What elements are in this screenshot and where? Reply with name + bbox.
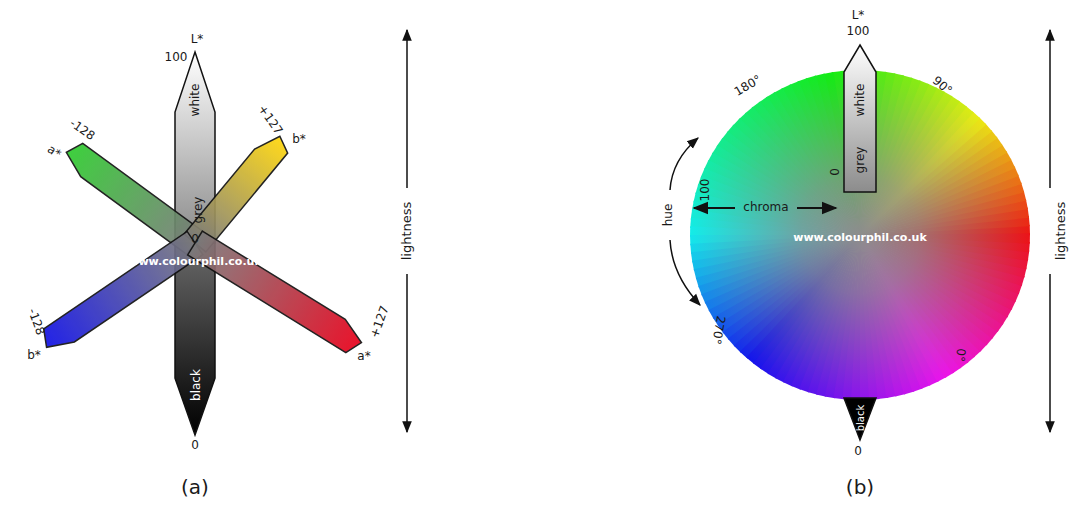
axis-name: a* [45,143,64,161]
red-arm [188,231,362,353]
black-axis [844,398,876,440]
watermark: www.colourphil.co.uk [128,256,261,268]
chroma-arrow [797,207,836,209]
scale-value: 100 [699,179,712,202]
axis-label: grey [192,197,205,224]
axis-name: b* [27,349,41,362]
axis-label: white [854,84,867,117]
axis-label: white [189,84,202,117]
lightness-arrow [1049,30,1051,188]
scale-value: -128 [67,117,97,143]
axis-label: grey [854,147,867,174]
axis-name: b* [292,133,306,146]
scale-value: -128 [25,307,47,337]
chroma-arrow [694,207,735,209]
scale-value: 0 [829,168,842,176]
axis-title: lightness [400,202,414,261]
scale-value: 0 [854,445,862,458]
panel-caption: (b) [846,476,874,498]
axis-label: black [190,369,203,401]
axis-title: chroma [743,201,788,214]
hue-angle: 270° [709,315,727,346]
scale-value: +127 [368,304,392,339]
hue-angle: 0° [953,348,967,363]
scale-value: +127 [255,103,285,138]
axis-name: a* [357,350,370,363]
hue-arrow [670,138,698,190]
panel-caption: (a) [181,476,209,498]
scale-value: 100 [847,25,870,38]
black-axis [175,243,215,435]
white-axis [844,45,876,192]
scale-value: 100 [165,51,188,64]
axis-title: hue [662,204,675,227]
scale-value: 0 [191,233,199,246]
lightness-arrow [1049,274,1051,432]
blue-arm [44,231,203,347]
scale-value: 0 [191,439,199,452]
hue-angle: 180° [732,73,764,99]
axis-label: black [855,405,866,432]
axis-title: lightness [1054,202,1068,261]
watermark: www.colourphil.co.uk [793,232,926,244]
lightness-arrow [406,30,408,188]
hue-arrow [670,240,700,305]
axis-name: L* [852,9,865,22]
lightness-arrow [406,274,408,432]
axis-name: L* [191,33,204,46]
